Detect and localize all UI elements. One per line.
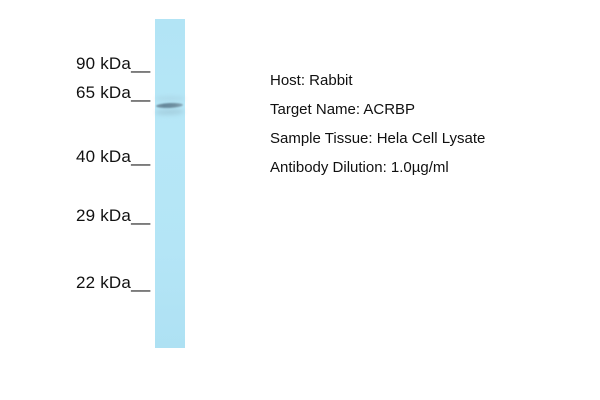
marker-65kda-label: 65 kDa__	[76, 83, 151, 102]
marker-90kda-label: 90 kDa__	[76, 54, 151, 73]
band-lower-smear	[154, 108, 185, 116]
info-host: Host: Rabbit	[270, 72, 353, 89]
info-target-name: Target Name: ACRBP	[270, 101, 416, 118]
info-antibody-dilution: Antibody Dilution: 1.0µg/ml	[270, 159, 449, 176]
band-upper-haze	[155, 96, 185, 101]
marker-40kda-label: 40 kDa__	[76, 147, 151, 166]
blot-lane	[154, 19, 185, 348]
marker-22kda-label: 22 kDa__	[76, 273, 151, 292]
sample-info-block: Host: Rabbit Target Name: ACRBP Sample T…	[270, 66, 485, 182]
marker-29kda-label: 29 kDa__	[76, 206, 151, 225]
protein-band	[155, 102, 184, 109]
info-sample-tissue: Sample Tissue: Hela Cell Lysate	[270, 130, 486, 147]
